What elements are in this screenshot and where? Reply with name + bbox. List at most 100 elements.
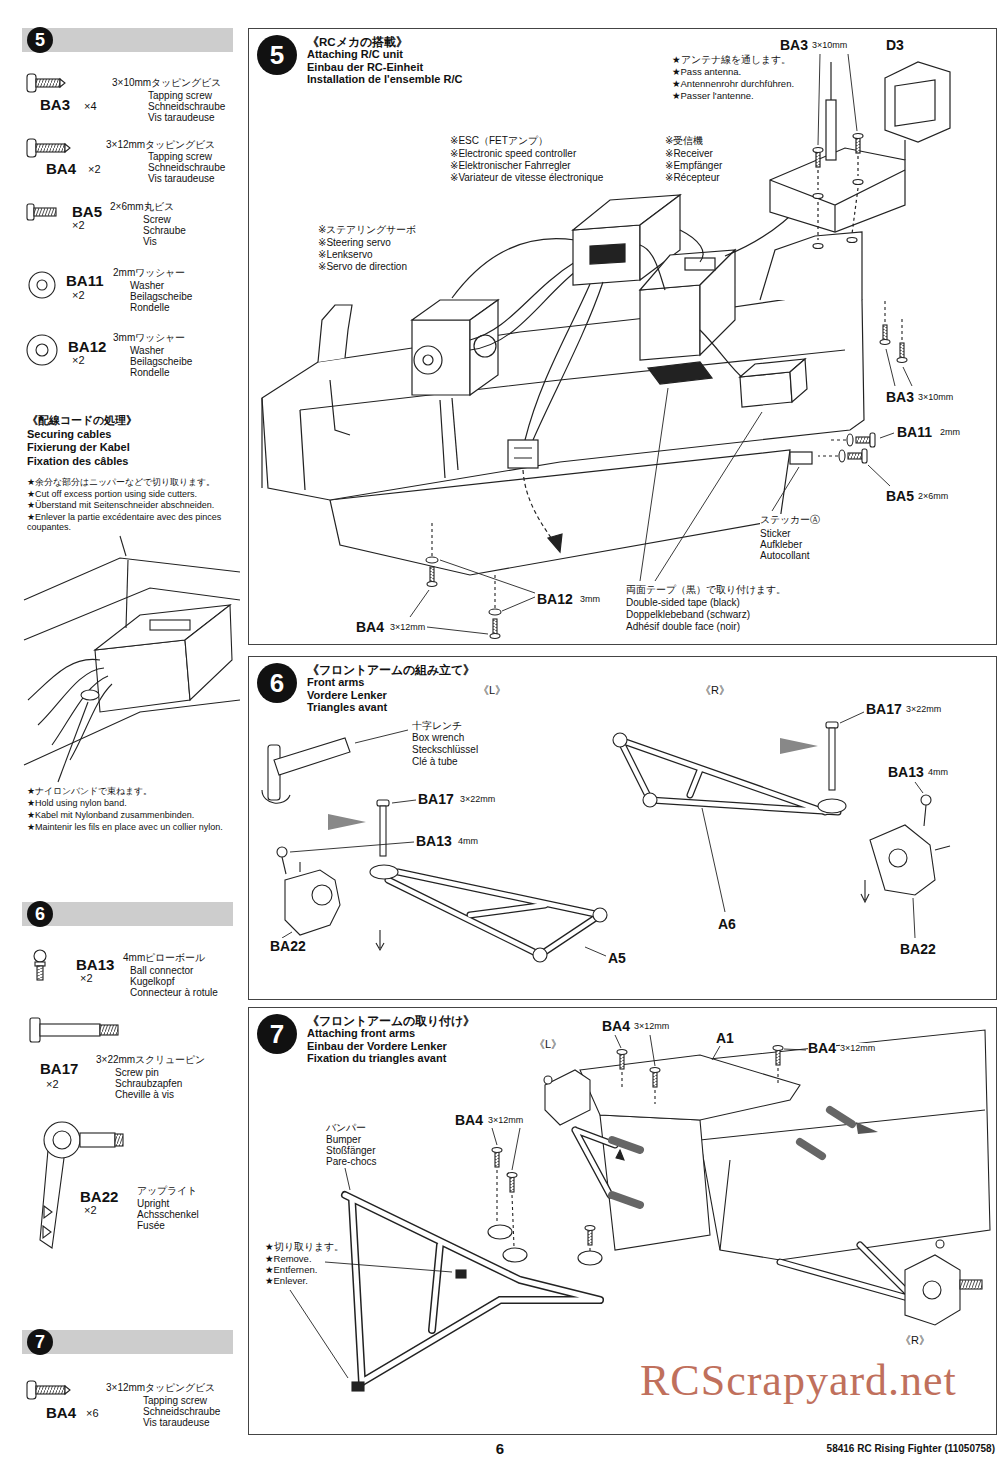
- note-text: Beilagscheibe: [130, 291, 192, 303]
- front-arm-illustration: [861, 880, 869, 902]
- step-number-circle: 5: [257, 35, 297, 75]
- chassis-illustration: [300, 410, 305, 490]
- note-text: 《R》: [900, 1334, 930, 1347]
- chassis-illustration: [300, 350, 845, 410]
- note-text: Doppelklebeband (schwarz): [626, 609, 750, 621]
- attach-arm-illustration: [290, 1262, 452, 1378]
- attach-arm-illustration: [580, 1055, 800, 1120]
- receiver-illustration: [680, 230, 703, 262]
- note-text: Adhésif double face (noir): [626, 621, 740, 633]
- front-arm-illustration: [299, 862, 300, 872]
- note-text: ★Antennenrohr durchführen.: [672, 79, 794, 90]
- front-arm-illustration: [829, 728, 835, 790]
- note-text: Tapping screw: [143, 1395, 207, 1407]
- note-text: Tapping screw: [148, 151, 212, 163]
- attach-arm-illustration: [545, 1070, 590, 1125]
- note-text: ※Variateur de vitesse électronique: [450, 172, 603, 184]
- part-icon: [37, 966, 43, 980]
- note-text: ★Entfernen.: [265, 1265, 317, 1276]
- esc-illustration: [525, 284, 590, 440]
- note-text: Kugelkopf: [130, 976, 174, 988]
- attach-arm-illustration: [456, 1270, 466, 1278]
- leader-line: [848, 54, 857, 131]
- part-label: BA4: [46, 1404, 76, 1421]
- part-icon: [27, 204, 34, 220]
- footer-text: 58416 RC Rising Fighter (11050758): [827, 1443, 995, 1455]
- part-label: BA22: [80, 1188, 118, 1205]
- attach-arm-illustration: [578, 1251, 602, 1265]
- note-text: ×2: [80, 972, 93, 985]
- front-arm-illustration: [388, 872, 600, 955]
- front-arm-illustration: [620, 740, 838, 812]
- front-arm-illustration: [376, 930, 384, 950]
- note-text: ※Récepteur: [665, 172, 720, 184]
- step-number: 5: [35, 31, 45, 49]
- part-icon: [34, 950, 46, 962]
- antenna-mount-illustration: [853, 180, 863, 185]
- front-arm-illustration: [613, 733, 627, 747]
- antenna-mount-illustration: [826, 100, 836, 160]
- note-text: Connecteur à rotule: [130, 987, 218, 999]
- front-arm-illustration: [290, 842, 414, 852]
- note-text: Pare-chocs: [326, 1156, 377, 1168]
- step-number: 6: [270, 670, 284, 696]
- leader-line: [772, 467, 799, 511]
- screw-illustration: [818, 440, 846, 456]
- panel-title-text: Attaching R/C unit: [307, 48, 462, 60]
- receiver-illustration: [640, 285, 700, 360]
- chassis-illustration: [760, 232, 862, 300]
- screw-illustration: [870, 433, 875, 447]
- cable-illustration: [70, 684, 112, 760]
- note-text: 2mmワッシャー: [113, 267, 185, 279]
- note-text: 2×6mm: [918, 491, 948, 501]
- attach-arm-illustration: [503, 1248, 527, 1262]
- part-icon: [43, 1226, 51, 1238]
- leader-line: [880, 433, 894, 438]
- front-arm-illustration: [702, 808, 725, 912]
- front-arm-illustration: [915, 782, 923, 793]
- leader-line: [655, 412, 762, 581]
- leader-line: [410, 54, 912, 634]
- attach-arm-illustration: [622, 1068, 778, 1104]
- note-text: Washer: [130, 280, 164, 292]
- note-text: 《L》: [478, 684, 506, 697]
- part-icon: [27, 74, 65, 92]
- part-label: BA4: [46, 160, 76, 177]
- front-arm-illustration: [840, 712, 864, 723]
- note-text: Tapping screw: [148, 90, 212, 102]
- part-label: BA13: [76, 956, 114, 973]
- front-arm-illustration: [285, 870, 340, 935]
- panel-title-text: Triangles avant: [307, 701, 475, 713]
- receiver-illustration: [700, 330, 745, 380]
- chassis-illustration: [452, 398, 458, 470]
- part-label: BA5: [886, 488, 914, 504]
- panel-title-text: 《RCメカの搭載》: [307, 36, 462, 48]
- attach-arm-illustration: [773, 1046, 783, 1066]
- note-text: 3mm: [580, 594, 600, 604]
- panel-title: 《フロントアームの組み立て》Front armsVordere LenkerTr…: [307, 664, 475, 714]
- attach-arm-illustration: [780, 1245, 915, 1300]
- step-header-circle: 6: [27, 901, 53, 927]
- front-arm-illustration: [312, 885, 332, 905]
- front-arm-illustration: [818, 799, 846, 813]
- panel-title-text: Einbau der Vordere Lenker: [307, 1040, 475, 1052]
- esc-illustration: [523, 470, 554, 542]
- esc-illustration: [573, 225, 640, 285]
- part-label: BA17: [866, 701, 902, 717]
- part-icon: [44, 1122, 80, 1158]
- cable-illustration: [24, 536, 240, 782]
- note-text: 3×12mm: [390, 622, 425, 632]
- chassis-illustration: [813, 244, 823, 249]
- note-text: Stoßfänger: [326, 1145, 375, 1157]
- front-arm-illustration: [277, 847, 287, 857]
- antenna-mount-illustration: [895, 80, 935, 126]
- note-text: Cheville à vis: [115, 1089, 174, 1101]
- screw-illustration: [862, 449, 867, 463]
- cable-illustration: [185, 605, 232, 700]
- note-text: ★Überstand mit Seitenschneider abschneid…: [27, 500, 214, 510]
- note-text: ★Remove.: [265, 1254, 312, 1265]
- note-text: 3×12mm: [840, 1043, 875, 1053]
- step-number: 7: [35, 1333, 45, 1351]
- front-arm-illustration: [913, 898, 915, 938]
- attach-arm-illustration: [345, 1168, 350, 1190]
